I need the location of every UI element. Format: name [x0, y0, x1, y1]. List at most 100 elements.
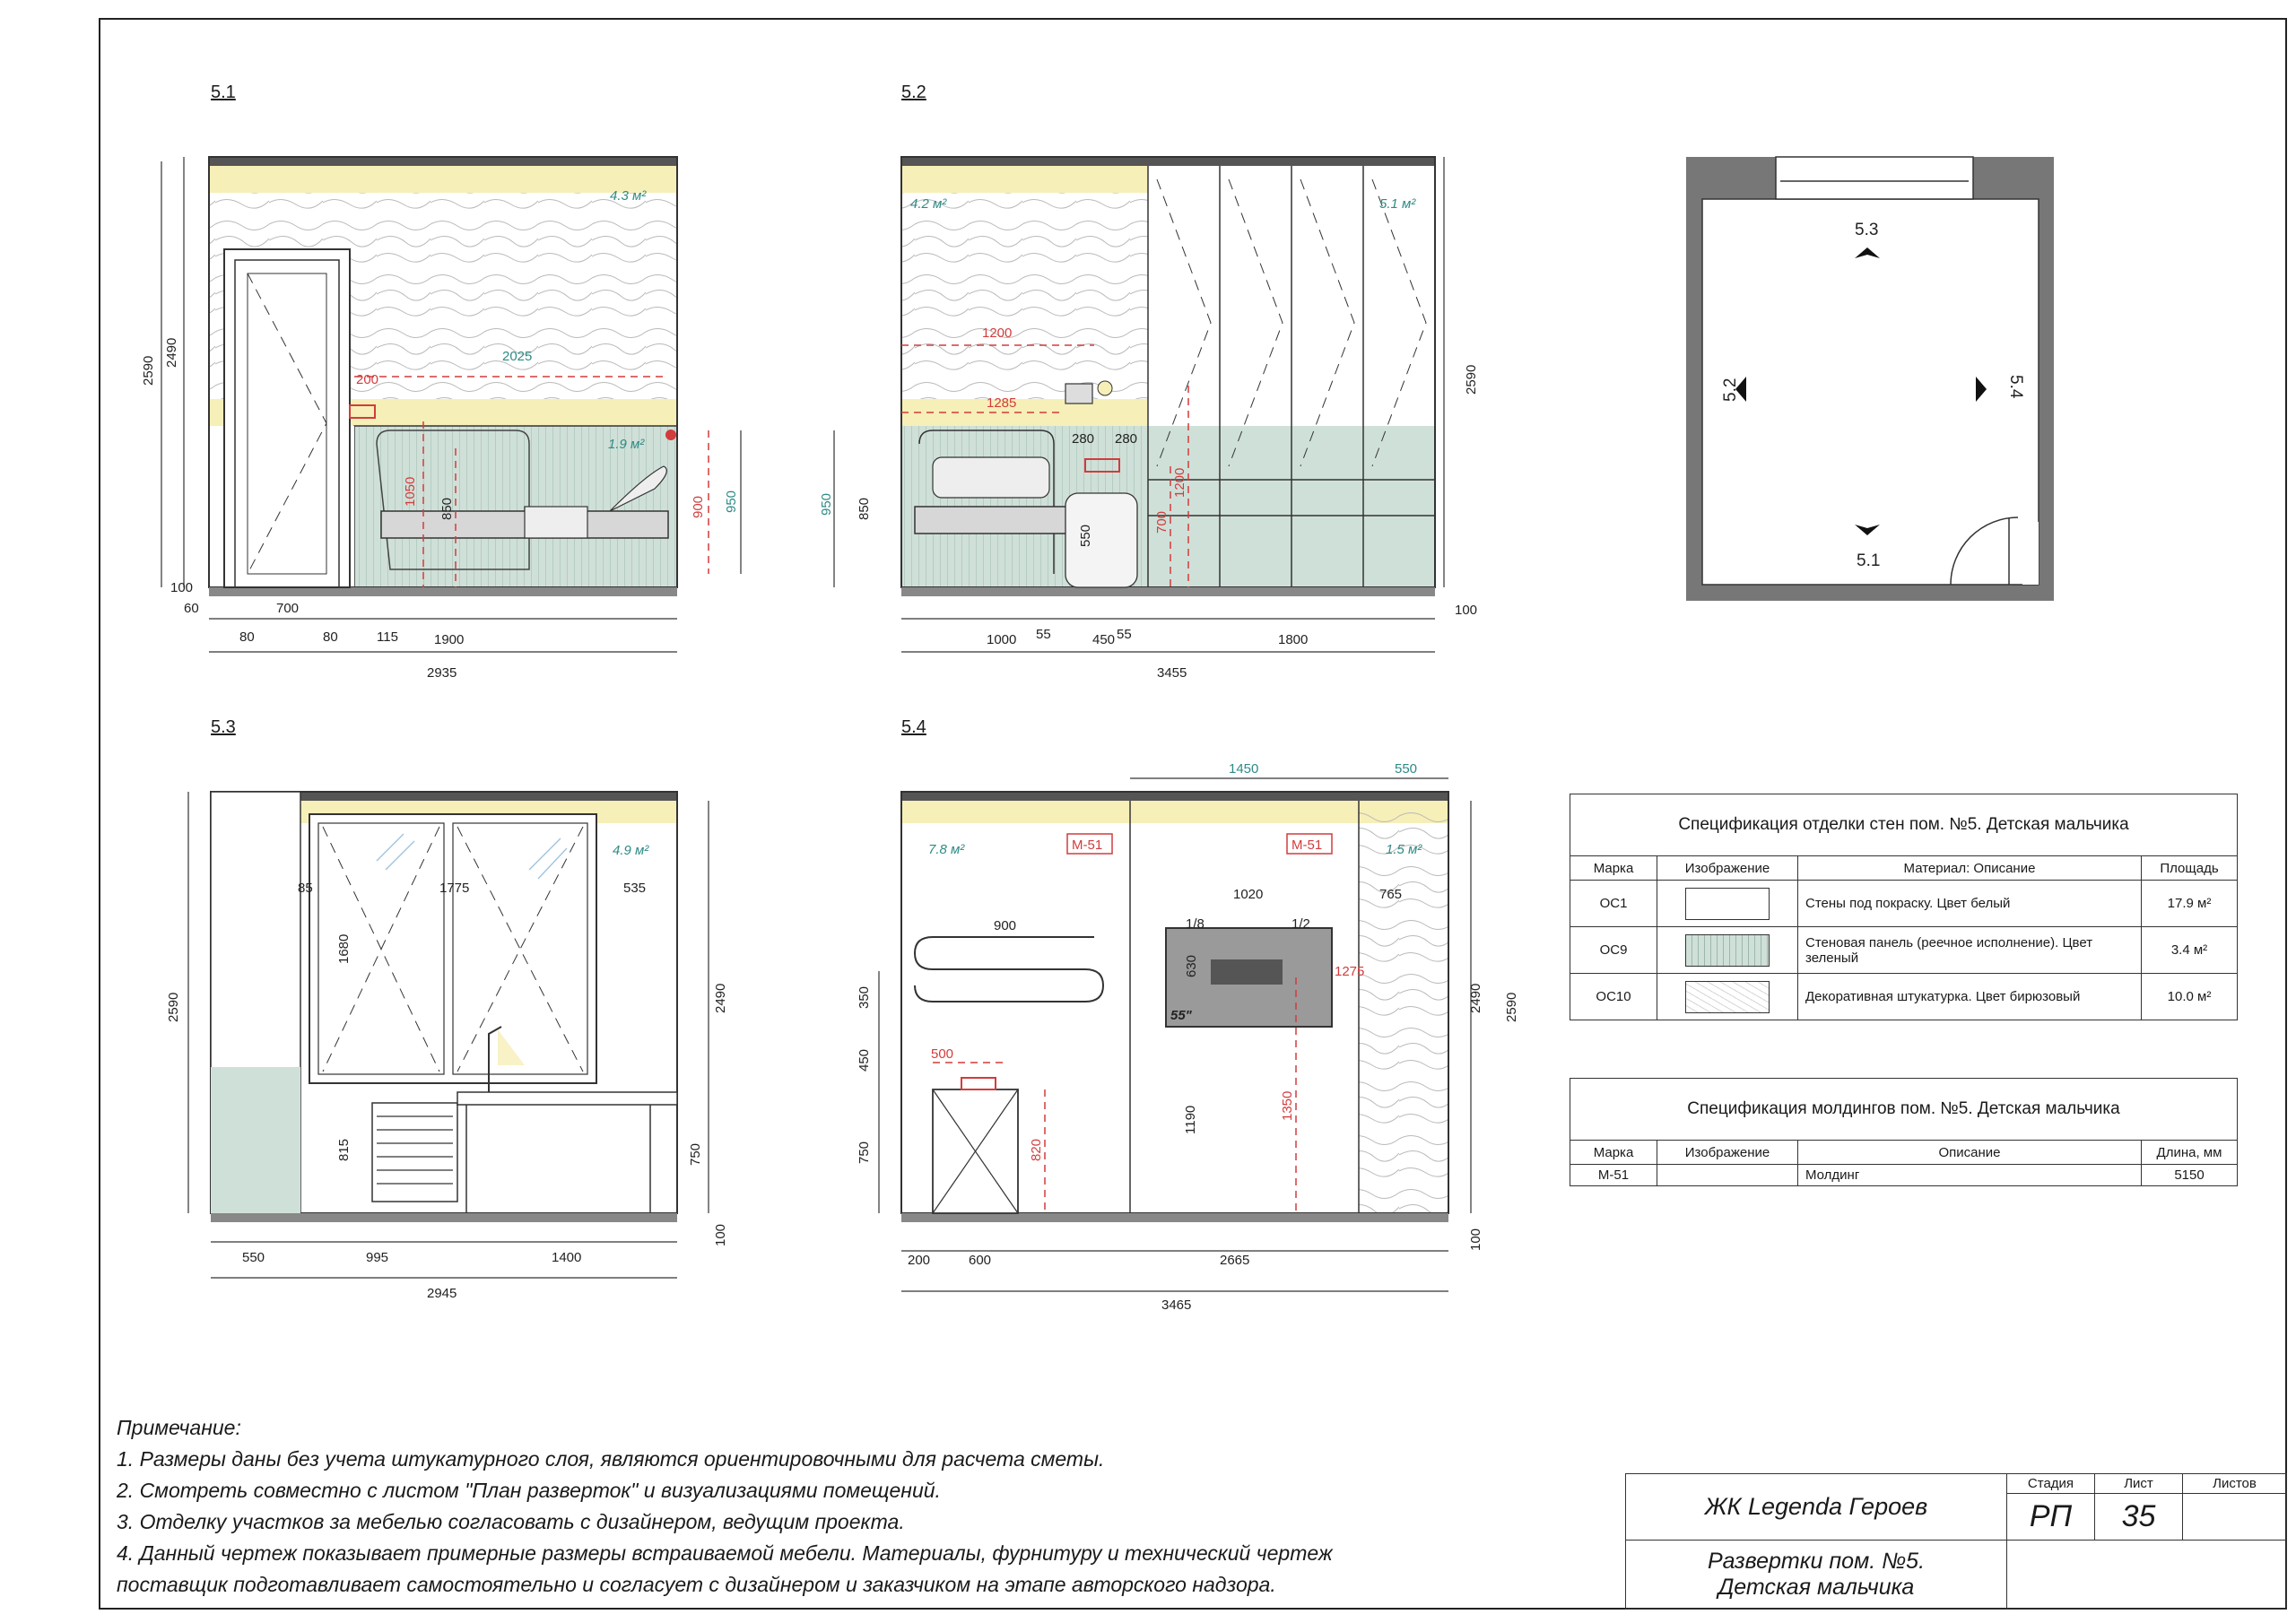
v54-dim-350: 350: [857, 986, 872, 1009]
note-line: 2. Смотреть совместно с листом "План раз…: [117, 1479, 941, 1502]
v54-dim-2590: 2590: [1504, 993, 1519, 1022]
v54-dim-820: 820: [1029, 1139, 1044, 1161]
drawing-sheet-frame: [99, 18, 2287, 1610]
wall-spec-mark: ОС9: [1570, 926, 1657, 974]
molding-spec-table: Спецификация молдингов пом. №5. Детская …: [1570, 1078, 2238, 1186]
v53-dim-995: 995: [366, 1250, 388, 1265]
molding-spec-mark: М-51: [1570, 1164, 1657, 1186]
v51-area-1: 4.3 м²: [610, 188, 647, 204]
v51-area-2: 1.9 м²: [608, 437, 645, 452]
stage-value: РП: [2006, 1493, 2095, 1541]
v54-dim-1275: 1275: [1335, 964, 1364, 979]
v52-dim-450: 450: [1092, 632, 1115, 647]
wall-spec-area: 17.9 м²: [2141, 880, 2238, 927]
sheet-label: Лист: [2094, 1473, 2183, 1494]
v53-dim-550: 550: [242, 1250, 265, 1265]
table-row: ОС10 Декоративная штукатурка. Цвет бирюз…: [1570, 973, 2238, 1020]
table-row: М-51 Молдинг 5150: [1570, 1164, 2238, 1186]
v54-dim-100: 100: [1468, 1228, 1483, 1251]
molding-spec-image: [1657, 1164, 1798, 1186]
v51-dim-700: 700: [276, 601, 299, 616]
swatch-plaster: [1657, 973, 1798, 1020]
plan-mark-5-2: 5.2: [1721, 378, 1740, 402]
v51-dim-2935: 2935: [427, 665, 457, 681]
notes-block: Примечание: 1. Размеры даны без учета шт…: [117, 1412, 1333, 1601]
swatch-slat-green: [1657, 926, 1798, 974]
v54-dim-630: 630: [1184, 955, 1199, 977]
v54-dim-550: 550: [1395, 761, 1417, 777]
note-line: поставщик подготавливает самостоятельно …: [117, 1573, 1276, 1596]
v51-dim-80b: 80: [323, 629, 338, 645]
v52-dim-55b: 55: [1117, 627, 1132, 642]
v53-area-1: 4.9 м²: [613, 843, 649, 858]
swatch-white: [1657, 880, 1798, 927]
v53-dim-2490: 2490: [713, 984, 728, 1013]
v52-dim-100: 100: [1455, 603, 1477, 618]
elevation-5-4: 200 600 2665 3465 1450 550 900 350 450 7…: [857, 761, 1519, 1313]
project-name: ЖК Legenda Героев: [1625, 1473, 2007, 1541]
wall-spec-area: 3.4 м²: [2141, 926, 2238, 974]
notes-title: Примечание:: [117, 1416, 241, 1439]
wall-spec-area: 10.0 м²: [2141, 973, 2238, 1020]
v52-dim-280a: 280: [1072, 431, 1094, 447]
v52-dim-550: 550: [1078, 525, 1093, 547]
v53-dim-535: 535: [623, 881, 646, 896]
v53-dim-815: 815: [336, 1139, 352, 1161]
v51-dim-950: 950: [724, 490, 739, 513]
v53-dim-2590: 2590: [166, 993, 181, 1022]
v52-dim-1200: 1200: [982, 325, 1012, 341]
sheets-value: [2182, 1493, 2287, 1541]
v52-dim-1800: 1800: [1278, 632, 1308, 647]
wall-spec-header: Изображение: [1657, 855, 1798, 881]
v54-dim-1350: 1350: [1280, 1091, 1295, 1121]
v52-dim-55a: 55: [1036, 627, 1051, 642]
molding-spec-header: Описание: [1797, 1140, 2142, 1165]
plan-mark-5-3: 5.3: [1855, 221, 1878, 239]
plan-mark-5-4: 5.4: [2006, 375, 2025, 399]
wall-spec-mark: ОС10: [1570, 973, 1657, 1020]
v52-dim-1000: 1000: [987, 632, 1016, 647]
wall-spec-mark: ОС1: [1570, 880, 1657, 927]
molding-spec-title: Спецификация молдингов пом. №5. Детская …: [1570, 1078, 2238, 1141]
molding-spec-header: Длина, мм: [2141, 1140, 2238, 1165]
v53-dim-1775: 1775: [439, 881, 469, 896]
v52-dim-950: 950: [819, 493, 834, 516]
v53-dim-85: 85: [298, 881, 313, 896]
v54-tag-2: М-51: [1292, 838, 1322, 853]
v51-dim-200: 200: [356, 372, 378, 387]
v54-area-1: 7.8 м²: [928, 842, 965, 857]
wall-spec-header: Площадь: [2141, 855, 2238, 881]
v54-dim-750: 750: [857, 1141, 872, 1164]
v53-dim-750: 750: [688, 1143, 703, 1166]
v51-dim-100: 100: [170, 580, 193, 595]
v52-dim-1285: 1285: [987, 395, 1016, 411]
room-plan: 5.3 5.2 5.4 5.1: [1686, 156, 2054, 601]
v54-dim-1020: 1020: [1233, 887, 1263, 902]
view-label-5-2: 5.2: [901, 82, 926, 102]
sheet-value: 35: [2094, 1493, 2183, 1541]
molding-spec-length: 5150: [2141, 1164, 2238, 1186]
title-block-empty: [2006, 1540, 2287, 1610]
v54-dim-500: 500: [931, 1046, 953, 1062]
wall-spec-title: Спецификация отделки стен пом. №5. Детск…: [1570, 794, 2238, 856]
v51-dim-2590: 2590: [141, 356, 156, 386]
elevation-5-2: 1000 450 1800 55 55 3455 100 950 850 120…: [819, 156, 1479, 681]
v53-dim-1400: 1400: [552, 1250, 581, 1265]
wall-spec-desc: Стеновая панель (реечное исполнение). Цв…: [1797, 926, 2142, 974]
v52-dim-2590: 2590: [1464, 365, 1479, 395]
v52-dim-850: 850: [857, 498, 872, 520]
table-row: ОС1 Стены под покраску. Цвет белый 17.9 …: [1570, 880, 2238, 927]
v51-dim-60: 60: [184, 601, 199, 616]
sheet-title: Развертки пом. №5. Детская мальчика: [1625, 1540, 2007, 1610]
v51-dim-2025: 2025: [502, 349, 532, 364]
v51-dim-900: 900: [691, 496, 706, 518]
note-line: 3. Отделку участков за мебелью согласова…: [117, 1510, 905, 1533]
wall-finish-spec-table: Спецификация отделки стен пом. №5. Детск…: [1570, 794, 2238, 1020]
wall-spec-desc: Стены под покраску. Цвет белый: [1797, 880, 2142, 927]
plan-mark-5-1: 5.1: [1857, 551, 1880, 570]
v54-dim-1-8: 1/8: [1186, 916, 1205, 932]
view-label-5-3: 5.3: [211, 717, 236, 737]
v51-dim-1050: 1050: [403, 477, 418, 507]
v51-dim-2490: 2490: [164, 338, 179, 368]
